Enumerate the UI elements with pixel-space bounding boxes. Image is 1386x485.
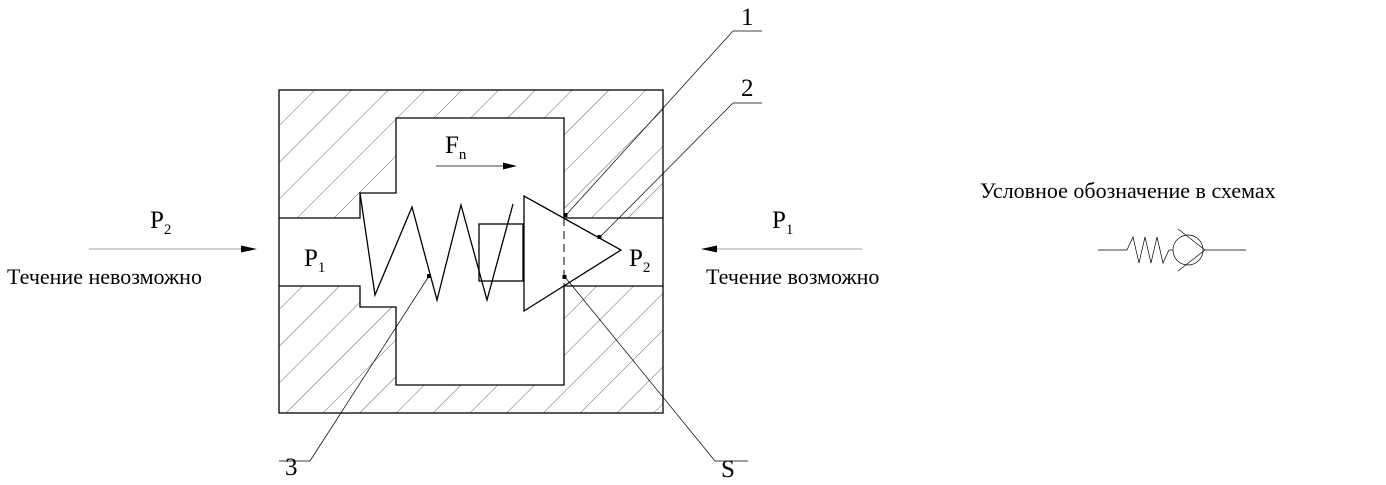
left-pressure: P2 [150, 207, 171, 238]
callout-1: 1 [563, 4, 762, 217]
flow-channel [279, 117, 663, 386]
svg-text:1: 1 [741, 4, 754, 31]
poppet-cone [523, 194, 623, 313]
callout-3: 3 [279, 274, 431, 481]
right-caption: Течение возможно [706, 264, 879, 289]
svg-text:3: 3 [285, 454, 298, 481]
callout-S: S [562, 275, 748, 483]
inner-left-pressure: P1 [304, 245, 325, 276]
spring-stem [478, 223, 524, 282]
svg-text:S: S [721, 456, 735, 483]
right-pressure: P1 [772, 207, 793, 238]
left-flow-arrow [89, 245, 257, 253]
spring [359, 192, 514, 303]
left-caption: Течение невозможно [7, 264, 202, 289]
force-arrow [436, 162, 517, 170]
force-label: Fn [445, 132, 467, 163]
right-flow-arrow [701, 245, 862, 253]
valve-body [278, 89, 664, 414]
inner-right-pressure: P2 [629, 245, 650, 276]
svg-text:2: 2 [741, 75, 754, 102]
callout-2: 2 [597, 75, 762, 239]
symbol-title: Условное обозначение в схемах [980, 178, 1276, 203]
check-valve-symbol [1098, 228, 1246, 272]
